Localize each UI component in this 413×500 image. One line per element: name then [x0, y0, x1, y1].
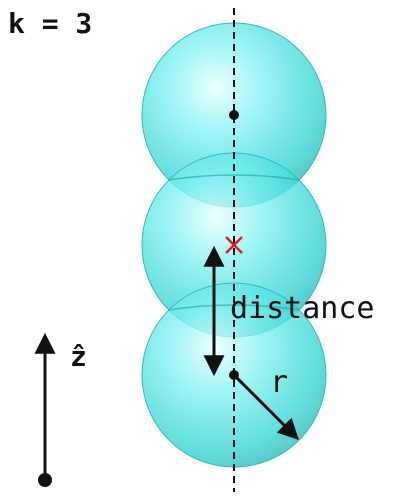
radius-arrow: [232, 373, 299, 440]
radius-label: r: [270, 365, 288, 400]
center-dot-top: [229, 110, 239, 120]
overlap-seam-lower: [167, 304, 301, 311]
z-axis-origin-dot: [38, 473, 52, 487]
k-title: k = 3: [8, 7, 92, 40]
center-marker-icon: [225, 236, 243, 254]
distance-label: distance: [230, 291, 375, 326]
overlap-seam-upper: [167, 174, 301, 181]
z-axis-label: ẑ: [70, 340, 87, 373]
